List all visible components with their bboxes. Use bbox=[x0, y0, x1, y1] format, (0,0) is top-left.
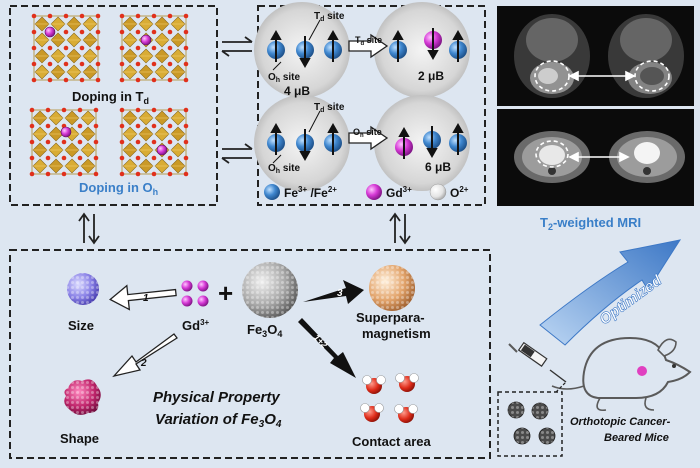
shape-label: Shape bbox=[60, 431, 99, 446]
water-molecules bbox=[360, 373, 419, 423]
equilibrium-arrow-left-vertical bbox=[78, 212, 100, 245]
moment-top-left: 4 μB bbox=[284, 84, 310, 98]
arrow-2-shape: 2 bbox=[112, 333, 178, 378]
syringe-icon bbox=[508, 341, 567, 383]
svg-text:O2+: O2+ bbox=[450, 185, 469, 200]
svg-text:Fe3+ /Fe2+: Fe3+ /Fe2+ bbox=[284, 185, 337, 200]
svg-text:Oh site: Oh site bbox=[268, 72, 301, 84]
water-molecule-4 bbox=[394, 404, 418, 423]
svg-text:Td site: Td site bbox=[314, 11, 345, 23]
svg-text:Td site: Td site bbox=[355, 35, 382, 47]
unit-undoped-top: Td site Oh site 4 μB bbox=[267, 11, 345, 98]
svg-text:Td site: Td site bbox=[314, 102, 345, 114]
svg-text:2: 2 bbox=[140, 358, 147, 369]
equilibrium-arrow-top bbox=[221, 36, 253, 57]
property-variation-panel: Size Gd3+ + Fe3O4 Superpara- magnetism 1… bbox=[9, 249, 491, 459]
svg-text:Oh site: Oh site bbox=[268, 163, 301, 175]
superpara-label-1: Superpara- bbox=[356, 310, 425, 325]
arrow-12-contact-area: 1+2 bbox=[298, 318, 356, 378]
svg-text:Oh site: Oh site bbox=[353, 127, 382, 139]
lattice-td-2 bbox=[119, 13, 189, 83]
arrow-3-superparamagnetism: 3 bbox=[303, 280, 364, 304]
mouse-illustration bbox=[551, 336, 692, 412]
gd-ions bbox=[181, 280, 209, 307]
equilibrium-arrow-middle bbox=[221, 143, 253, 164]
mri-label: T2-weighted MRI bbox=[540, 215, 641, 232]
doping-td-label: Doping in Td bbox=[72, 89, 149, 106]
lattice-oh-1 bbox=[29, 107, 99, 177]
unit-td-doped: 2 μB bbox=[389, 28, 467, 83]
lattice-td-1 bbox=[31, 13, 101, 83]
svg-text:Gd3+: Gd3+ bbox=[386, 185, 412, 200]
bottom-title-line2: Variation of Fe3O4 bbox=[155, 411, 282, 430]
ion-legend: Fe3+ /Fe2+ Gd3+ O2+ bbox=[264, 183, 469, 201]
crystal-structure-panel: Doping in Td Doping in Oh bbox=[9, 5, 218, 206]
water-molecule-3 bbox=[360, 403, 384, 422]
shape-particle bbox=[64, 379, 101, 415]
bottom-title-line1: Physical Property bbox=[153, 389, 280, 406]
svg-text:1: 1 bbox=[143, 293, 149, 304]
unit-undoped-bottom: Td site Oh site bbox=[267, 102, 345, 175]
moment-bottom-right: 6 μB bbox=[425, 160, 451, 174]
svg-text:3: 3 bbox=[337, 288, 343, 299]
gd-label: Gd3+ bbox=[182, 318, 210, 333]
mice-label-1: Orthotopic Cancer- bbox=[570, 416, 671, 428]
size-label: Size bbox=[68, 318, 94, 333]
plus-sign: + bbox=[218, 278, 233, 308]
superpara-label-2: magnetism bbox=[362, 326, 431, 341]
nanoparticle-inset bbox=[497, 381, 567, 457]
moment-top-right: 2 μB bbox=[418, 69, 444, 83]
fe3o4-label: Fe3O4 bbox=[247, 322, 282, 339]
contact-area-label: Contact area bbox=[352, 434, 432, 449]
unit-oh-doped: 6 μB bbox=[395, 122, 467, 174]
equilibrium-arrow-right-vertical bbox=[389, 212, 411, 245]
water-molecule-2 bbox=[395, 373, 419, 392]
spin-moment-panel: Td site Oh site 4 μB Td site 2 μB bbox=[254, 2, 486, 206]
crystal-lattices bbox=[29, 13, 189, 177]
mri-images bbox=[497, 6, 694, 206]
mice-label-2: Beared Mice bbox=[604, 432, 669, 444]
arrow-1-size: 1 bbox=[109, 284, 177, 311]
lattice-oh-2 bbox=[119, 107, 189, 177]
oxygen-backgrounds bbox=[254, 2, 470, 191]
water-molecule-1 bbox=[362, 375, 386, 394]
optimized-arrow: Optimized bbox=[539, 239, 682, 346]
doping-oh-label: Doping in Oh bbox=[79, 180, 158, 197]
